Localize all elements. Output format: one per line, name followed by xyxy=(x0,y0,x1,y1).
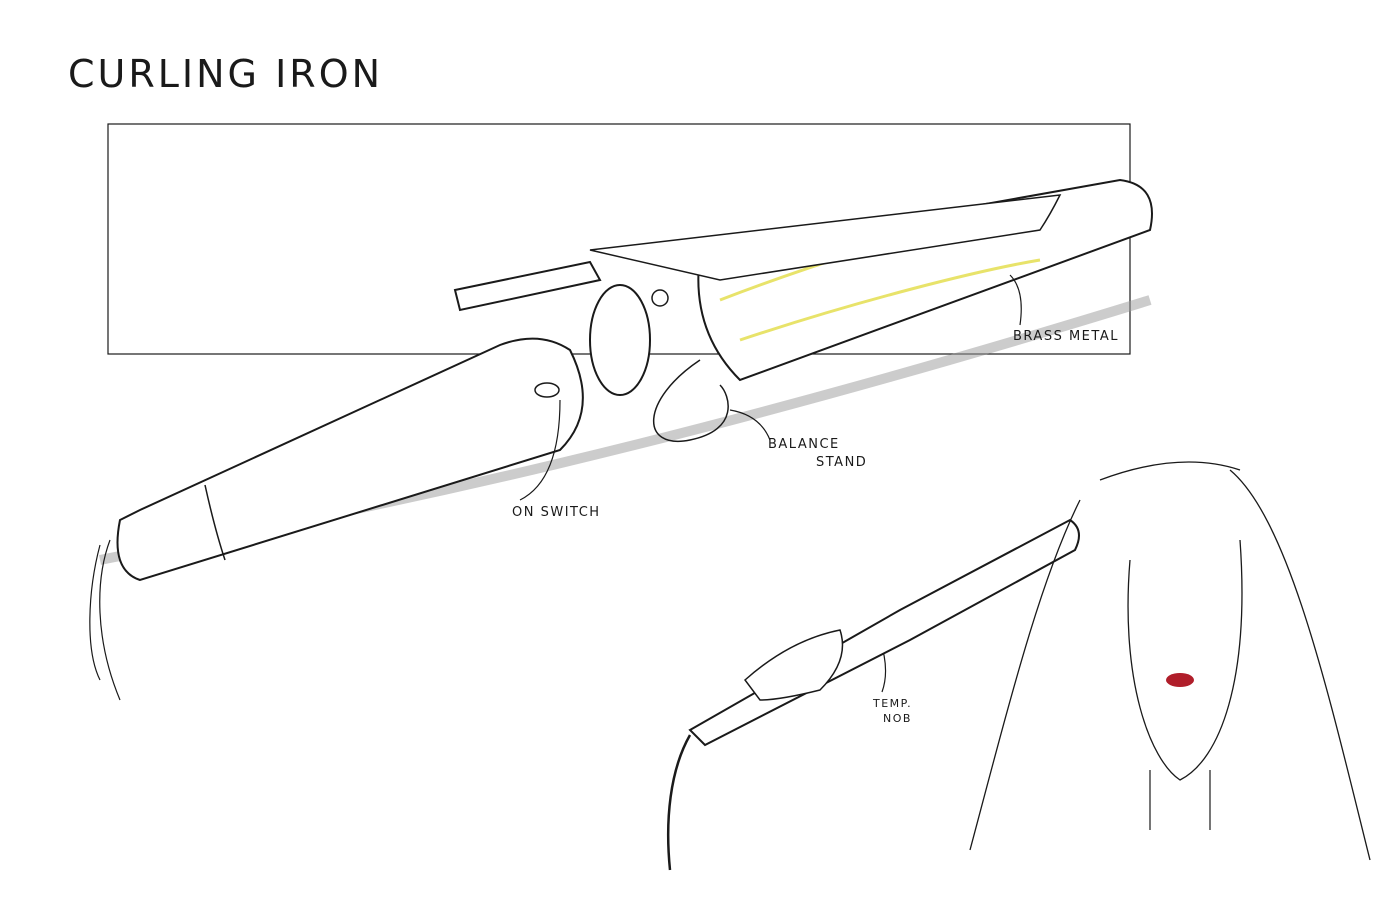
small-cord xyxy=(666,734,692,871)
sketch-title: CURLING IRON xyxy=(68,52,384,96)
on-switch-button xyxy=(534,382,560,398)
clamp-lever xyxy=(453,260,602,312)
leader-switch xyxy=(519,399,561,501)
clamp xyxy=(589,194,1062,281)
leader-brass xyxy=(1009,274,1022,326)
woman-illustration xyxy=(666,461,1371,871)
label-brass-metal: BRASS METAL xyxy=(1013,329,1119,344)
handle xyxy=(116,337,584,582)
label-balance-stand-line1: BALANCE xyxy=(768,437,840,452)
barrel xyxy=(697,178,1153,382)
label-temp-nob: TEMP. NOB xyxy=(873,696,912,726)
label-balance-stand: BALANCE STAND xyxy=(768,436,867,472)
swivel-joint xyxy=(589,284,651,396)
hair-top xyxy=(1099,461,1241,481)
label-balance-stand-line2: STAND xyxy=(816,455,868,470)
hair-right xyxy=(1229,469,1371,861)
power-cord xyxy=(99,539,121,701)
leader-balance xyxy=(729,409,771,441)
label-temp-nob-line2: NOB xyxy=(883,712,912,725)
balance-stand xyxy=(653,359,729,442)
neck xyxy=(1149,770,1211,830)
label-on-switch: ON SWITCH xyxy=(512,505,601,520)
lips xyxy=(1166,673,1194,687)
hand xyxy=(743,629,844,701)
face xyxy=(1127,539,1243,781)
hair-left xyxy=(969,499,1081,851)
label-temp-nob-line1: TEMP. xyxy=(873,697,913,710)
